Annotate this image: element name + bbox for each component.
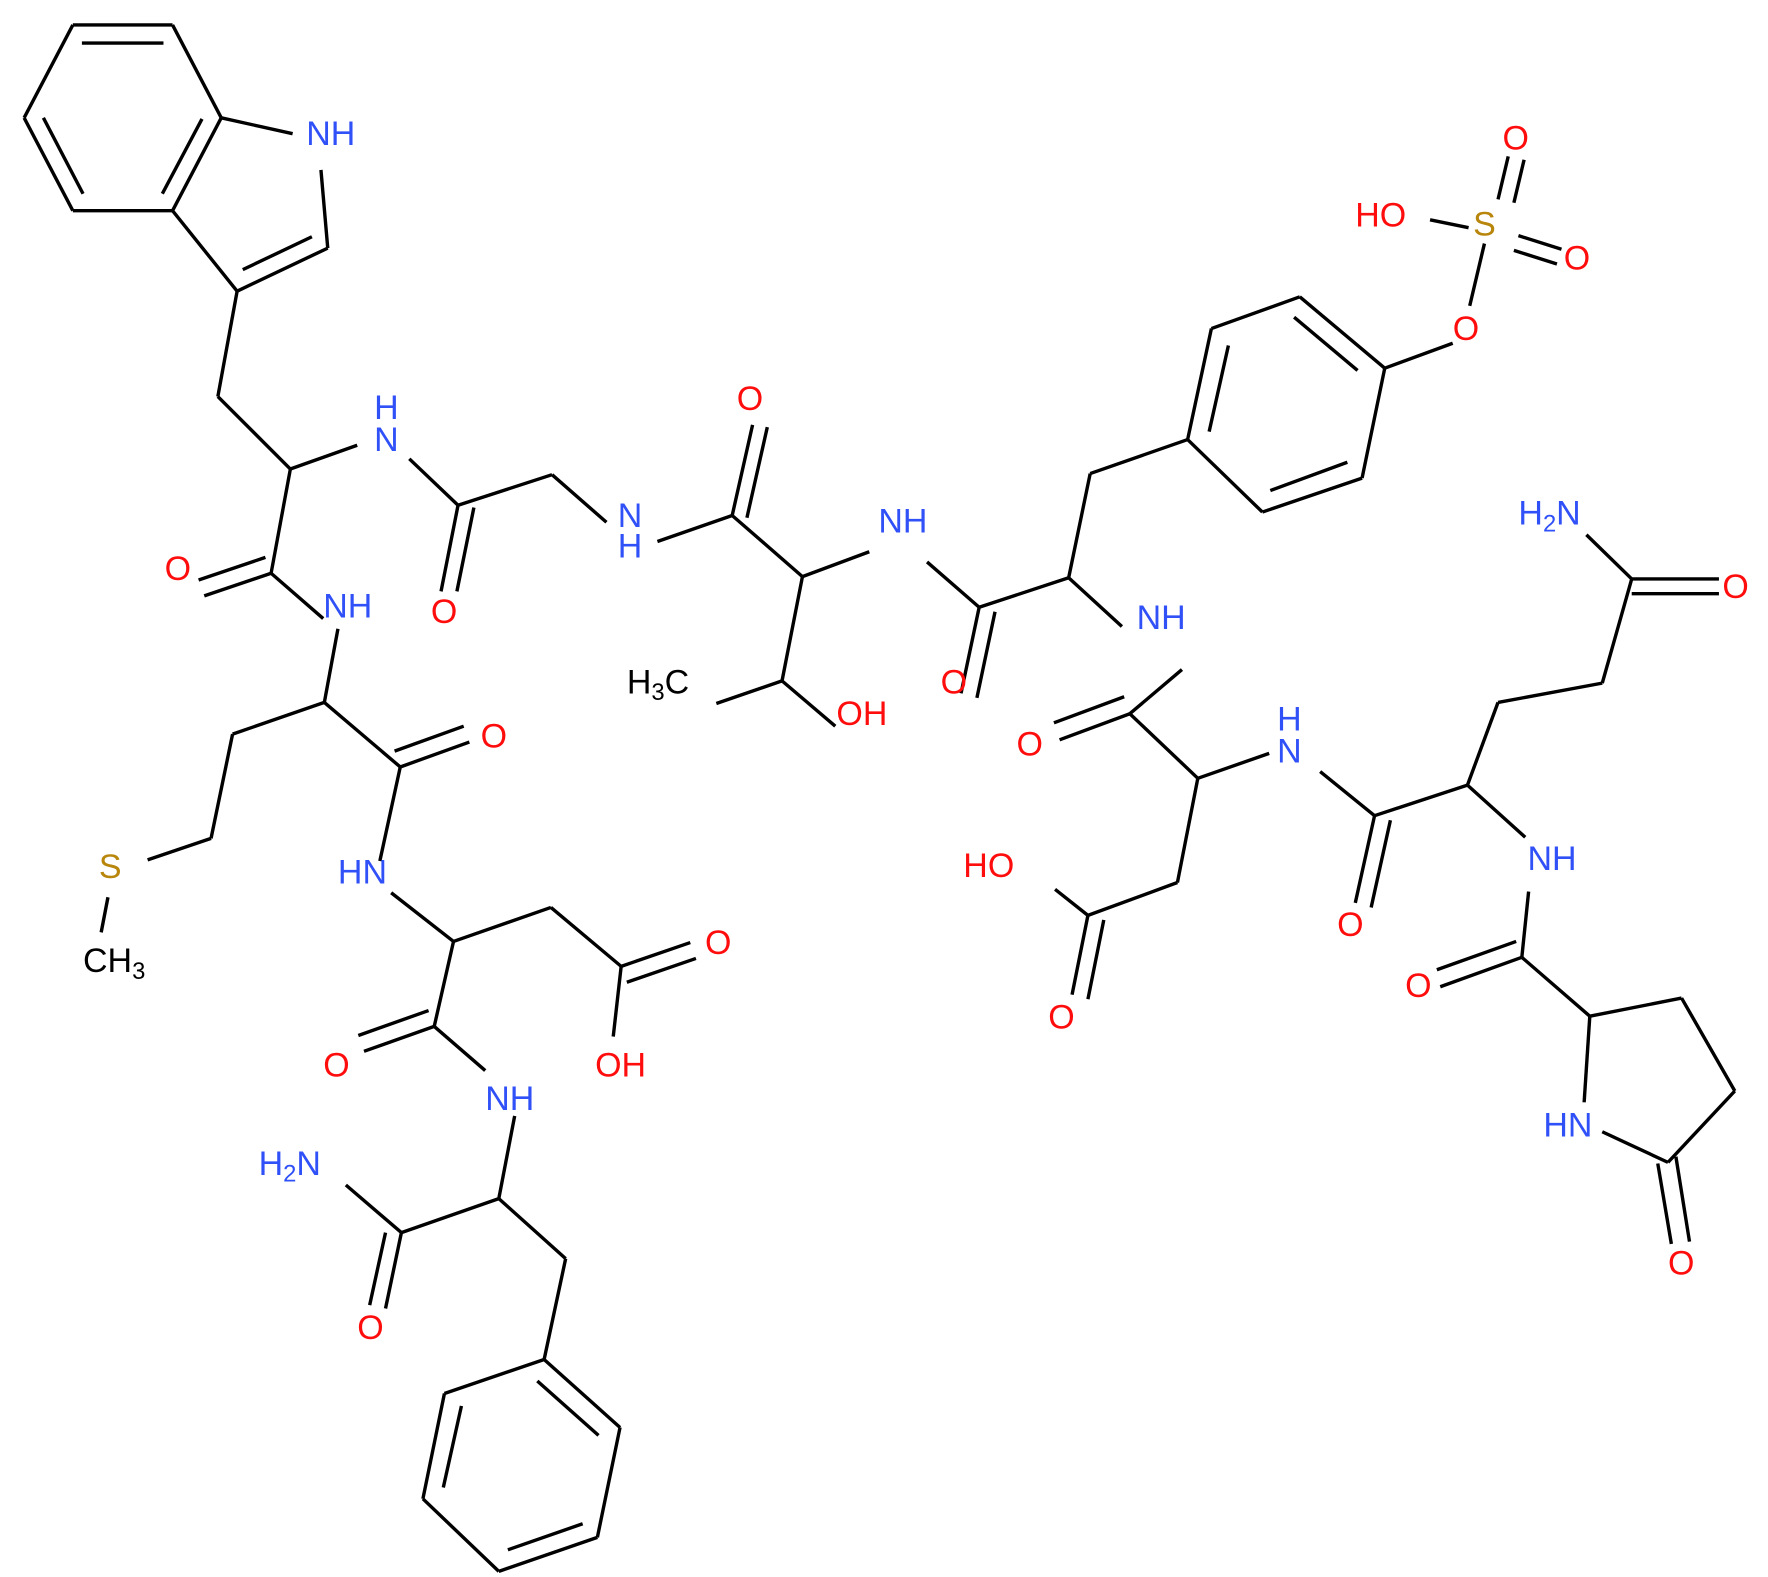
- met-nh-label: NH: [323, 587, 372, 625]
- met-methyl-label: CH3: [83, 942, 145, 985]
- gln-amide-nh2-label: H2N: [1518, 495, 1580, 538]
- pglu-hn-label: HN: [1543, 1106, 1592, 1144]
- gly-nh-h-label: H: [618, 527, 643, 565]
- sulfate-link-o-label: O: [1453, 310, 1479, 348]
- phe-amide-nh2-label: H2N: [259, 1145, 321, 1188]
- sulfate-o2-label: O: [1564, 240, 1590, 278]
- sulfate-o1-label: O: [1503, 120, 1529, 158]
- gln-carbonyl-o-label: O: [1337, 906, 1363, 944]
- met-sulfur-label: S: [99, 848, 122, 886]
- asp1-carbonyl-o-label: O: [323, 1046, 349, 1084]
- sulfate-ho-label: HO: [1355, 197, 1406, 235]
- phe-nh-label: NH: [485, 1080, 534, 1118]
- asp1-acid-o-label: O: [705, 924, 731, 962]
- asp2-nh-label: N: [1277, 732, 1302, 770]
- indole-nh-label: NH: [306, 115, 355, 153]
- asp2-nh-h-label: H: [1277, 701, 1302, 739]
- thr-nh-label: NH: [878, 502, 927, 540]
- pglu-ring-o-label: O: [1668, 1245, 1694, 1283]
- asp1-hn-label: HN: [338, 854, 387, 892]
- gln-nh-label: NH: [1527, 840, 1576, 878]
- gln-amide-o-label: O: [1722, 568, 1748, 606]
- met-carbonyl-o-label: O: [481, 718, 507, 756]
- asp2-acid-o-label: O: [1048, 999, 1074, 1037]
- gly-carbonyl-o-label: O: [431, 593, 457, 631]
- gly-nh-label: N: [618, 497, 643, 535]
- thr-hydroxyl-label: OH: [836, 695, 887, 733]
- sulfate-s-label: S: [1473, 206, 1496, 244]
- bonds: [22, 23, 1737, 1573]
- tyr-carbonyl-o-label: O: [941, 663, 967, 701]
- phe-carbonyl-o-label: O: [357, 1309, 383, 1347]
- tyr-nh-label: NH: [1137, 599, 1186, 637]
- atom-labels: NH H N O O N H O NH H3C OH O NH O S HO O…: [83, 115, 1749, 1347]
- thr-carbonyl-o-label: O: [737, 380, 763, 418]
- trp-nh-h-label: H: [374, 389, 399, 427]
- asp2-acid-ho-label: HO: [963, 847, 1014, 885]
- asp2-carbonyl-o-label: O: [1017, 726, 1043, 764]
- trp-nh-label: N: [374, 421, 399, 459]
- asp1-acid-oh-label: OH: [595, 1046, 646, 1084]
- thr-methyl-label: H3C: [627, 663, 689, 706]
- trp-carbonyl-o-label: O: [165, 550, 191, 588]
- pglu-carbonyl-o-label: O: [1405, 967, 1431, 1005]
